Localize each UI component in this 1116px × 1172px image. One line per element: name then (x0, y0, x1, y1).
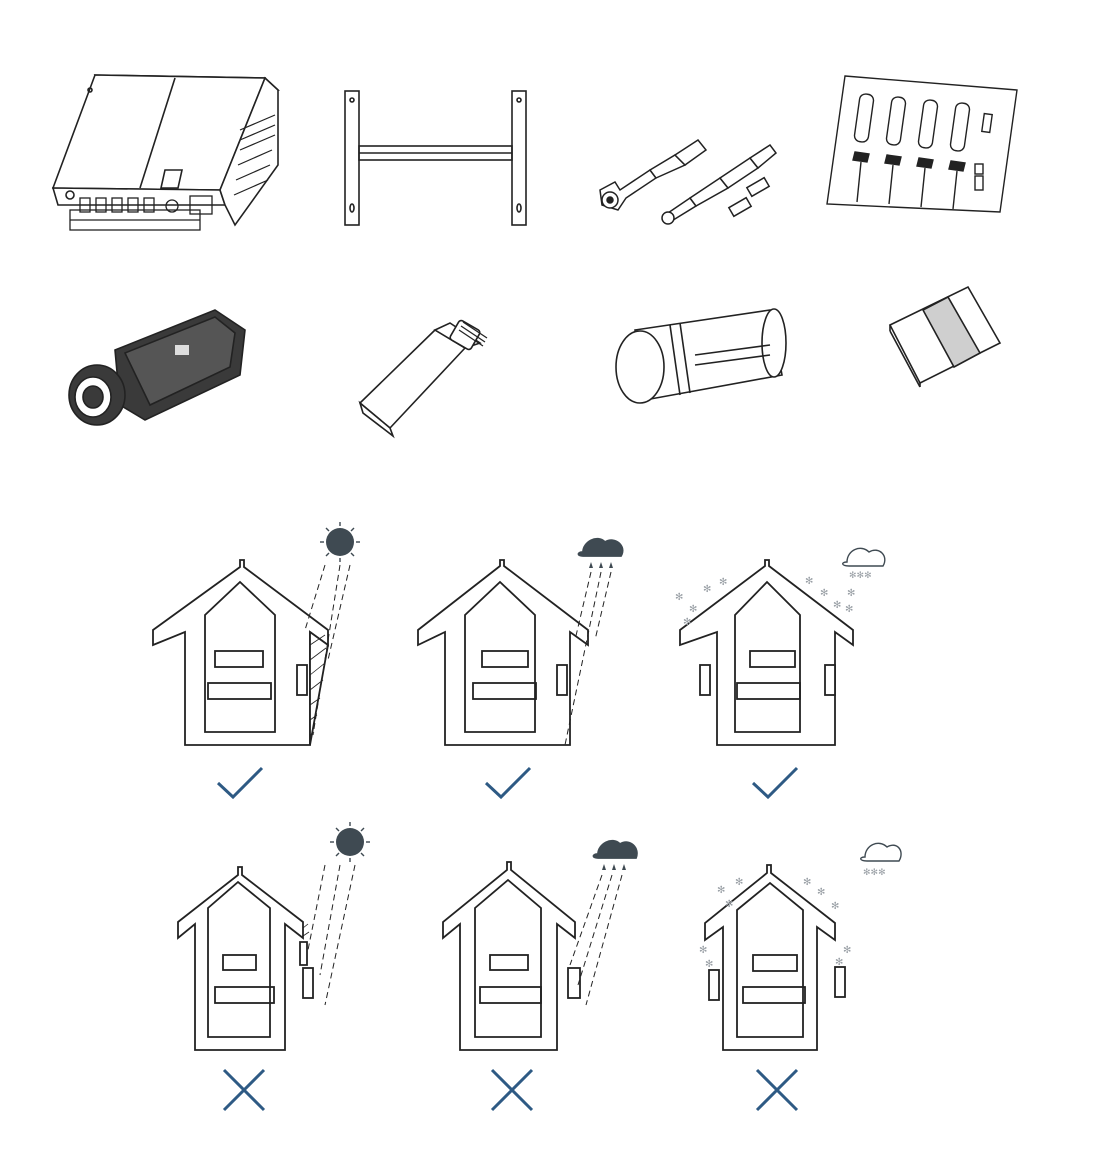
svg-text:✻: ✻ (705, 959, 713, 970)
communication-dongle-image (355, 318, 495, 439)
wall-mounting-bracket-image (340, 88, 535, 228)
ac-connector-image (65, 305, 250, 430)
inverter-unit-image (50, 70, 290, 245)
svg-text:✻: ✻ (805, 576, 813, 587)
svg-text:✻: ✻ (675, 592, 683, 603)
snow-cloud-icon: ✻✻✻ (860, 842, 902, 878)
svg-text:✻: ✻ (703, 584, 711, 595)
check-icon (483, 765, 533, 801)
svg-text:✻: ✻ (847, 588, 855, 599)
svg-text:✻: ✻ (717, 885, 725, 896)
sun-icon (320, 522, 360, 562)
svg-text:✻: ✻ (845, 604, 853, 615)
dc-connector-pair-image (590, 120, 780, 225)
svg-text:✻: ✻ (843, 945, 851, 956)
svg-text:✻: ✻ (719, 577, 727, 588)
expansion-screw-kit-image (825, 72, 1020, 214)
svg-text:✻: ✻ (803, 877, 811, 888)
cable-gland-connector-image (610, 305, 790, 410)
svg-text:✻✻✻: ✻✻✻ (863, 868, 886, 878)
user-manual-booklet-image (888, 285, 1003, 388)
check-icon (215, 765, 265, 801)
svg-text:✻: ✻ (725, 899, 733, 910)
svg-text:✻: ✻ (833, 600, 841, 611)
rain-cloud-icon (577, 537, 624, 568)
rain-cloud-icon (592, 839, 638, 870)
placement-scene-rain-incorrect (440, 830, 650, 1055)
svg-text:✻: ✻ (831, 901, 839, 912)
svg-text:✻: ✻ (699, 945, 707, 956)
cross-icon (222, 1068, 266, 1112)
placement-scene-sun-correct (150, 520, 370, 750)
svg-text:✻: ✻ (689, 604, 697, 615)
placement-scene-snow-incorrect: ✻✻✻ ✻✻✻ ✻✻ ✻✻✻ ✻✻ (695, 835, 905, 1055)
svg-text:✻: ✻ (820, 588, 828, 599)
svg-text:✻: ✻ (735, 877, 743, 888)
svg-text:✻: ✻ (835, 957, 843, 968)
placement-scene-sun-incorrect (175, 820, 395, 1055)
svg-text:✻: ✻ (817, 887, 825, 898)
snow-cloud-icon: ✻✻✻ (842, 547, 886, 581)
svg-text:✻: ✻ (683, 617, 691, 628)
placement-scene-snow-correct: ✻✻✻ ✻✻✻ ✻✻ ✻✻✻ ✻✻ (675, 540, 890, 750)
check-icon (750, 765, 800, 801)
sun-icon (330, 822, 370, 862)
svg-text:✻✻✻: ✻✻✻ (849, 571, 872, 581)
placement-scene-rain-correct (415, 530, 630, 750)
cross-icon (755, 1068, 799, 1112)
cross-icon (490, 1068, 534, 1112)
